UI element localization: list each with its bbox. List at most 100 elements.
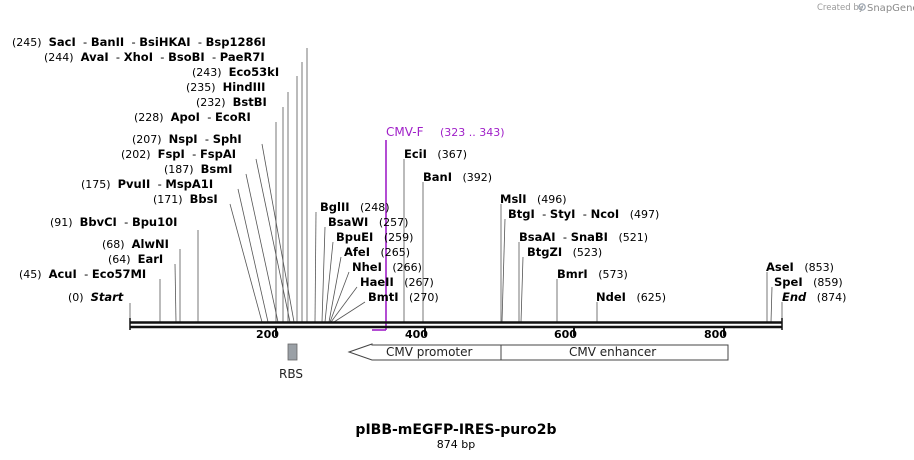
- enzyme-name: Eco53kI: [229, 65, 280, 79]
- site-position: (259): [384, 231, 414, 244]
- site-label: (64) EarI: [108, 252, 163, 266]
- site-position: (175): [81, 178, 111, 191]
- enzyme-name: AvaI: [81, 50, 109, 64]
- site-position: (0): [68, 291, 84, 304]
- map-length: 874 bp: [437, 438, 475, 451]
- site-position: (202): [121, 148, 151, 161]
- enzyme-name: NspI: [169, 132, 198, 146]
- map-title: pIBB-mEGFP-IRES-puro2b: [355, 422, 556, 438]
- site-position: (523): [573, 246, 603, 259]
- site-position: (267): [404, 276, 434, 289]
- site-label: (244) AvaI - XhoI - BsoBI - PaeR7I: [44, 50, 265, 64]
- site-position: (187): [164, 163, 194, 176]
- enzyme-name: BsaAI: [519, 230, 556, 244]
- site-position: (244): [44, 51, 74, 64]
- site-label: BtgI - StyI - NcoI (497): [508, 207, 659, 221]
- site-label: NdeI (625): [596, 290, 666, 304]
- enzyme-name: Bsp1286I: [206, 35, 266, 49]
- site-label: (243) Eco53kI: [192, 65, 279, 79]
- enzyme-name: EarI: [138, 252, 164, 266]
- site-label: (91) BbvCI - Bpu10I: [50, 215, 177, 229]
- site-position: (248): [360, 201, 390, 214]
- enzyme-name: BbsI: [190, 192, 218, 206]
- connector-lines: [129, 48, 783, 323]
- site-position: (625): [636, 291, 666, 304]
- site-label: (232) BstBI: [196, 95, 267, 109]
- site-label: NheI (266): [352, 260, 422, 274]
- feature-rbs: RBS: [279, 367, 303, 381]
- site-label: BtgZI (523): [527, 245, 602, 259]
- enzyme-name: BsaWI: [328, 215, 368, 229]
- site-label: (202) FspI - FspAI: [121, 147, 236, 161]
- enzyme-name: NcoI: [591, 207, 620, 221]
- enzyme-name: BsoBI: [168, 50, 205, 64]
- enzyme-name: Start: [91, 290, 124, 304]
- enzyme-name: AfeI: [344, 245, 370, 259]
- site-position: (270): [409, 291, 439, 304]
- enzyme-name: PvuII: [118, 177, 151, 191]
- enzyme-name: BtgI: [508, 207, 535, 221]
- enzyme-name: EcoRI: [215, 110, 251, 124]
- tick-label-600: 600: [554, 328, 577, 341]
- site-position: (45): [19, 268, 42, 281]
- tick-label-800: 800: [704, 328, 727, 341]
- rbs-feature-box: [287, 343, 298, 361]
- site-position: (853): [804, 261, 834, 274]
- site-label: BpuEI (259): [336, 230, 413, 244]
- restriction-site-labels: (245) SacI - BanII - BsiHKAI - Bsp1286I(…: [12, 35, 846, 304]
- site-position: (235): [186, 81, 216, 94]
- enzyme-name: PaeR7I: [220, 50, 265, 64]
- enzyme-name: HaeII: [360, 275, 394, 289]
- site-position: (367): [437, 148, 467, 161]
- enzyme-name: FspAI: [200, 147, 236, 161]
- site-label: AseI (853): [766, 260, 834, 274]
- site-position: (266): [392, 261, 422, 274]
- site-position: (171): [153, 193, 183, 206]
- snapgene-logo-icon: [858, 3, 866, 11]
- site-position: (68): [102, 238, 125, 251]
- enzyme-name: BanII: [91, 35, 124, 49]
- site-label: BmrI (573): [557, 267, 628, 281]
- site-position: (91): [50, 216, 73, 229]
- enzyme-name: SnaBI: [571, 230, 608, 244]
- enzyme-name: SpeI: [774, 275, 803, 289]
- site-position: (392): [463, 171, 493, 184]
- enzyme-name: BstBI: [233, 95, 267, 109]
- site-label: BglII (248): [320, 200, 390, 214]
- ruler-ticks: [275, 327, 725, 336]
- site-label: (45) AcuI - Eco57MI: [19, 267, 146, 281]
- enzyme-name: SacI: [49, 35, 76, 49]
- site-label: (187) BsmI: [164, 162, 232, 176]
- site-position: (228): [134, 111, 164, 124]
- enzyme-name: BanI: [423, 170, 452, 184]
- site-position: (874): [817, 291, 847, 304]
- site-label: BanI (392): [423, 170, 492, 184]
- enzyme-name: AcuI: [49, 267, 77, 281]
- site-position: (265): [380, 246, 410, 259]
- site-position: (497): [630, 208, 660, 221]
- feature-cmv-enhancer: CMV enhancer: [569, 345, 656, 359]
- enzyme-name: SphI: [213, 132, 242, 146]
- site-label: BsaWI (257): [328, 215, 408, 229]
- enzyme-name: BmrI: [557, 267, 588, 281]
- enzyme-name: BbvCI: [80, 215, 117, 229]
- credit-brand: SnapGene: [867, 3, 914, 14]
- site-label: (0) Start: [68, 290, 124, 304]
- enzyme-name: BpuEI: [336, 230, 373, 244]
- site-position: (257): [379, 216, 409, 229]
- site-position: (496): [537, 193, 567, 206]
- tick-label-200: 200: [256, 328, 279, 341]
- site-label: BsaAI - SnaBI (521): [519, 230, 648, 244]
- enzyme-name: StyI: [550, 207, 576, 221]
- site-label: (235) HindIII: [186, 80, 265, 94]
- site-position: (64): [108, 253, 131, 266]
- enzyme-name: HindIII: [223, 80, 266, 94]
- credit-prefix: Created by: [817, 3, 864, 13]
- site-label: (245) SacI - BanII - BsiHKAI - Bsp1286I: [12, 35, 266, 49]
- enzyme-name: ApoI: [171, 110, 200, 124]
- site-position: (232): [196, 96, 226, 109]
- site-position: (243): [192, 66, 222, 79]
- tick-label-400: 400: [405, 328, 428, 341]
- enzyme-name: End: [782, 290, 807, 304]
